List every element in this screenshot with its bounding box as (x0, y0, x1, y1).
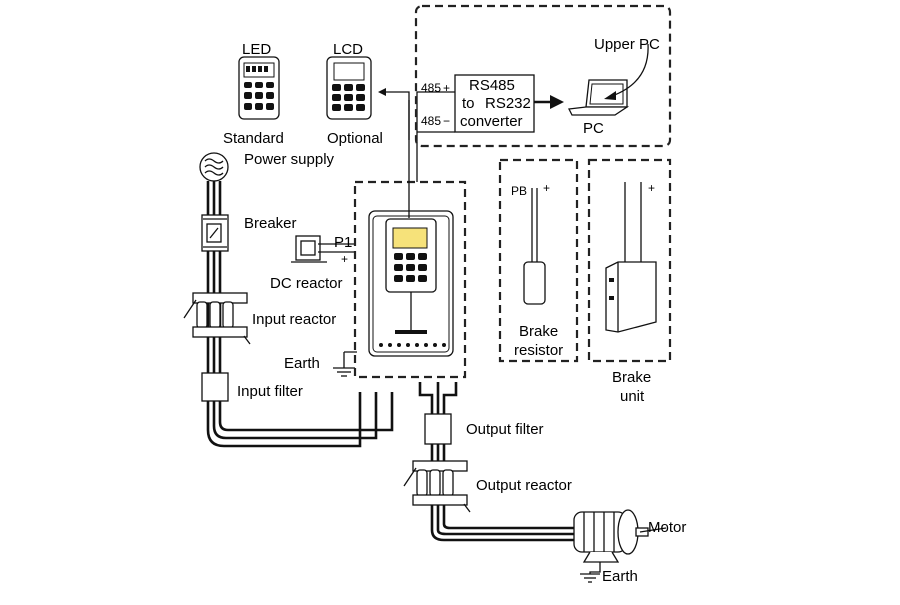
power-supply-symbol (199, 152, 229, 182)
dc-reactor (291, 235, 356, 263)
lcd-label: LCD (333, 41, 363, 58)
motor-label: Motor (648, 519, 686, 536)
port-plus: + (443, 81, 450, 95)
port-minus: − (443, 114, 450, 128)
rs485-label: RS485 (469, 77, 515, 94)
brake-unit-frame (587, 158, 672, 363)
upper-pc-frame (414, 4, 672, 148)
laptop-icon (568, 79, 630, 116)
earth-motor-label: Earth (602, 568, 638, 585)
output-reactor (403, 460, 471, 513)
standard-label: Standard (223, 130, 284, 147)
input-filter-label: Input filter (237, 383, 303, 400)
pc-label: PC (583, 120, 604, 137)
port-485-bottom: 485 (421, 114, 441, 128)
brake-resistor-label-1: Brake (519, 323, 558, 340)
brake-resistor-frame (498, 158, 579, 363)
upper-pc-label: Upper PC (594, 36, 660, 53)
brake-unit-label-1: Brake (612, 369, 651, 386)
brake-unit-plus: + (648, 181, 655, 195)
brake-resistor-label-2: resistor (514, 342, 563, 359)
rs232-label: RS232 (485, 95, 531, 112)
earth-symbol-inverter (333, 351, 357, 377)
led-keypad (238, 56, 280, 120)
inverter-frame (353, 180, 467, 379)
converter-to-pc-arrow (534, 95, 564, 109)
brake-unit (605, 182, 657, 333)
output-filter (424, 413, 452, 445)
breaker (201, 214, 229, 252)
motor-icon (573, 509, 667, 563)
inverter-drive (368, 210, 454, 357)
breaker-label: Breaker (244, 215, 297, 232)
dc-reactor-label: DC reactor (270, 275, 343, 292)
rs485-wires (408, 91, 455, 182)
brake-unit-label-2: unit (620, 388, 645, 405)
earth-label: Earth (284, 355, 320, 372)
converter-label: converter (460, 113, 523, 130)
brake-resistor-plus: + (543, 181, 550, 195)
converter-box (454, 74, 535, 133)
p1-plus-label: + (341, 252, 348, 266)
input-filter (201, 372, 229, 402)
optional-label: Optional (327, 130, 383, 147)
keypad-link (378, 88, 410, 218)
input-wiring (206, 181, 394, 448)
to-label: to (462, 95, 475, 112)
port-485-top: 485 (421, 81, 441, 95)
p1-label: P1 (334, 234, 352, 251)
input-reactor-label: Input reactor (252, 311, 336, 328)
lcd-keypad (326, 56, 372, 120)
pb-label: PB (511, 184, 527, 198)
output-reactor-label: Output reactor (476, 477, 572, 494)
earth-symbol-motor (580, 562, 601, 583)
brake-resistor (523, 188, 546, 305)
upper-pc-arrow (604, 43, 649, 100)
power-supply-label: Power supply (244, 151, 335, 168)
input-reactor (183, 292, 251, 345)
output-filter-label: Output filter (466, 421, 544, 438)
led-label: LED (242, 41, 271, 58)
